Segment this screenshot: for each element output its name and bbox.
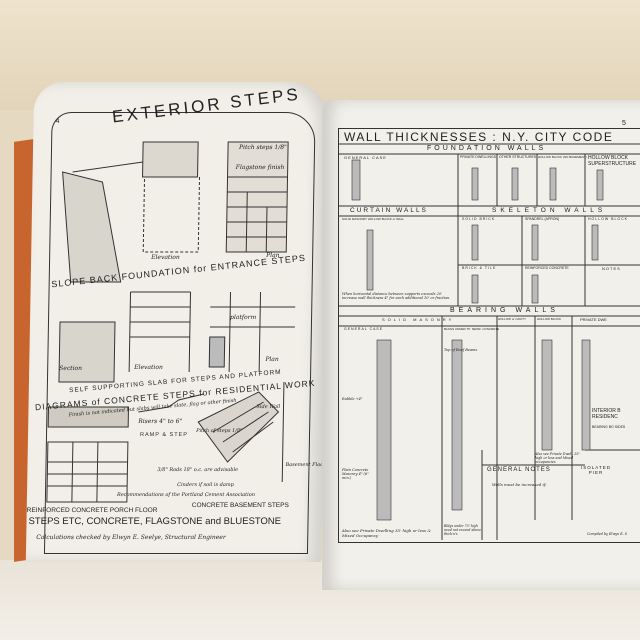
header-bearing-both: BEARING BO SIDES (592, 425, 626, 429)
header-bldgs-under: BLDGS UNDER 75' (444, 327, 471, 331)
header-private-dwellings: PRIVATE DWELLINGS (460, 155, 497, 159)
note-compiled: Compiled by Elwyn E. S (587, 532, 628, 536)
right-page: 5 WALL THICKNESSES : N.Y. CITY CODE (322, 100, 640, 590)
label-risers: Risers 4" to 6" (138, 418, 183, 425)
note-rubble: Rubble +4" (342, 397, 363, 401)
label-pitch-steps: Pitch steps 1/8" (238, 144, 287, 151)
section-skeleton: SKELETON WALLS (492, 207, 607, 214)
section-bearing: BEARING WALLS (450, 307, 559, 314)
section-foundation: FOUNDATION WALLS (427, 145, 547, 152)
right-page-frame (338, 128, 640, 543)
label-side-wall: Side Wall (256, 404, 281, 410)
note-top-roof-beams: Top of Roof Beams (444, 348, 478, 352)
note-also-see-2: Also see Private Dwell. 35' high or less… (535, 452, 580, 464)
note-curtain: When horizontal distance between support… (342, 292, 451, 300)
header-isolated-pier: ISOLATED PIER (581, 465, 611, 475)
header-solid-brick: SOLID BRICK (462, 217, 496, 221)
header-general-case-b: GENERAL CASE (344, 327, 384, 331)
right-page-number: 5 (622, 120, 627, 127)
label-section: Section (59, 365, 83, 372)
wall-tables (338, 143, 640, 540)
label-rods: 3/8" Rods 18" o.c. are advisable (157, 467, 239, 473)
header-brick-tile: BRICK & TILE (462, 266, 497, 270)
note-also-see: Also see Private Dwelling 35' high or le… (342, 528, 431, 538)
header-other-structures: OTHER STRUCTURES (499, 155, 537, 159)
caption-porch-floor: REINFORCED CONCRETE PORCH FLOOR (26, 507, 158, 514)
header-hollow-block: HOLLOW BLOCK (588, 217, 629, 221)
left-page: 4 EXTERIOR STEPS Elevation Plan Pitch st… (25, 82, 330, 562)
label-recommendations: Recommendations of the Portland Cement A… (116, 492, 256, 498)
label-cinders: Cinders if soil is damp (177, 482, 234, 488)
note-walls-increased: Walls must be increased if: (492, 482, 547, 487)
header-hollow-block-b: HOLLOW BLOCK (537, 317, 562, 321)
header-spandrel: SPANDREL (APRON) (525, 217, 560, 221)
right-page-title: WALL THICKNESSES : N.Y. CITY CODE (344, 130, 614, 144)
section-solid-masonry: SOLID MASONRY (382, 317, 455, 322)
header-hollow-cavity: HOLLOW or CAVITY (498, 317, 526, 321)
step-drawings (46, 141, 296, 503)
header-general-case: GENERAL CASE (344, 155, 387, 160)
caption-basement-steps: CONCRETE BASEMENT STEPS (191, 502, 289, 509)
label-ramp-step: RAMP & STEP (139, 432, 188, 438)
label-elevation-1: Elevation (151, 254, 180, 261)
header-hollow-block-super: HOLLOW BLOCK SUPERSTRUCTURE (588, 155, 637, 167)
section-curtain: CURTAIN WALLS (350, 207, 428, 214)
header-notes: NOTES (602, 266, 621, 271)
header-reinf-concrete: REINF. CONCRETE (472, 327, 500, 331)
note-bldgs: Bldgs under 75' high need not exceed abo… (444, 524, 481, 536)
header-reinforced-concrete: REINFORCED CONCRETE (525, 266, 569, 270)
header-solid-masonry-hollow: SOLID MASONRY HOLLOW BLOCK or WALL (342, 217, 405, 221)
note-plain-concrete: Plain Concrete Masonry 4" (6" min.) (342, 468, 369, 480)
header-hollow-block-no-basement: HOLLOW BLOCK (NO BASEMENT) (538, 155, 587, 159)
header-private-dw: PRIVATE DWE (580, 317, 607, 322)
caption-main: STEPS ETC, CONCRETE, FLAGSTONE and BLUES… (28, 516, 282, 527)
credit: Calculations checked by Elwyn E. Seelye,… (36, 534, 226, 541)
label-basement-floor: Basement Floor (285, 462, 326, 468)
label-platform: platform (230, 314, 257, 321)
label-plan-2: Plan (265, 356, 279, 363)
header-general-notes: GENERAL NOTES (487, 467, 551, 473)
header-interior: INTERIOR B RESIDENC (592, 408, 621, 420)
label-flagstone-finish: Flagstone finish (235, 164, 285, 171)
label-elevation-2: Elevation (134, 364, 163, 371)
label-pitch-of-steps: Pitch of steps 1/8" (196, 428, 243, 434)
